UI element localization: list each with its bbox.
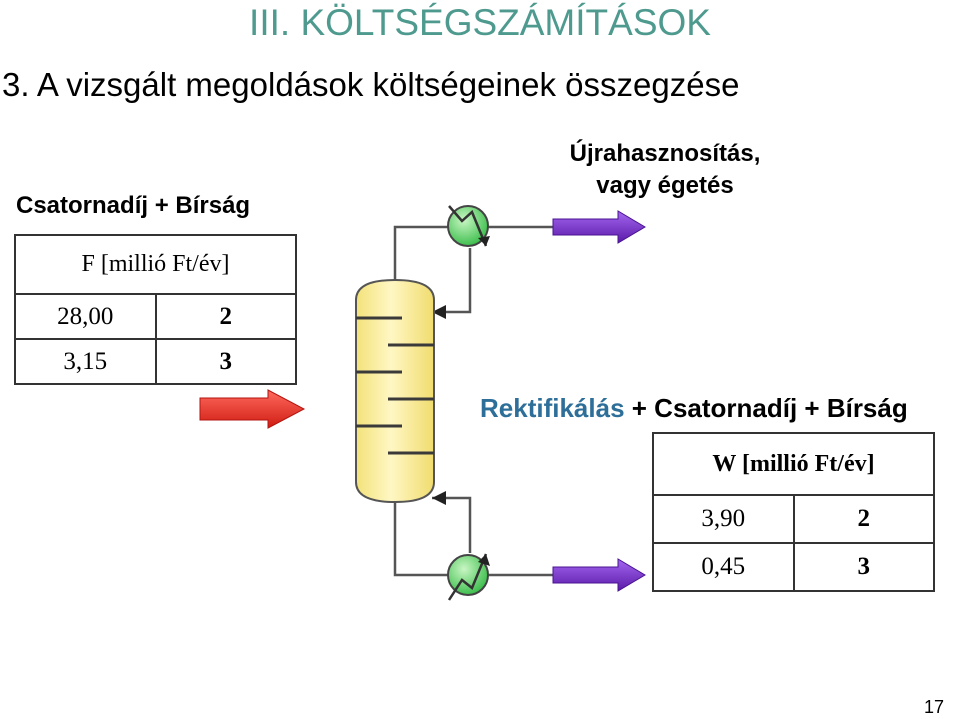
table-cell-value: 3,90 <box>652 494 795 544</box>
right-cost-table: W [millió Ft/év] 3,90 2 0,45 3 <box>652 432 935 592</box>
table-header-row: F [millió Ft/év] <box>14 234 297 295</box>
feed-arrow-icon <box>199 389 306 429</box>
top-output-label-line2: vagy égetés <box>596 172 734 199</box>
slide-subtitle: 3. A vizsgált megoldások költségeinek ös… <box>2 66 740 103</box>
right-cost-label: Rektifikálás + Csatornadíj + Bírság <box>480 393 908 424</box>
boilup-arrowhead-icon <box>432 491 446 505</box>
left-table-header: F [millió Ft/év] <box>14 234 297 295</box>
slide-title: III. KÖLTSÉGSZÁMÍTÁSOK <box>249 2 711 43</box>
table-row: 28,00 2 <box>14 293 297 340</box>
table-cell-case: 2 <box>154 293 297 340</box>
condenser-icon <box>447 205 490 247</box>
table-header-row: W [millió Ft/év] <box>652 432 935 496</box>
output-arrow-icon <box>552 210 646 244</box>
table-row: 3,90 2 <box>652 494 935 544</box>
table-cell-case: 2 <box>792 494 935 544</box>
distillation-column-icon <box>355 278 435 504</box>
table-cell-value: 3,15 <box>14 338 157 385</box>
table-row: 3,15 3 <box>14 338 297 385</box>
right-table-header: W [millió Ft/év] <box>652 432 935 496</box>
right-cost-label-rectification: Rektifikálás <box>480 393 625 423</box>
bottom-output-arrow-icon <box>552 558 646 592</box>
table-row: 0,45 3 <box>652 542 935 592</box>
table-cell-case: 3 <box>792 542 935 592</box>
reboiler-icon <box>447 553 490 601</box>
left-cost-table: F [millió Ft/év] 28,00 2 3,15 3 <box>14 234 297 385</box>
top-output-label: Újrahasznosítás, vagy égetés <box>520 138 810 202</box>
table-cell-value: 0,45 <box>652 542 795 592</box>
table-cell-case: 3 <box>154 338 297 385</box>
top-output-label-line1: Újrahasznosítás, <box>569 140 761 167</box>
reflux-arrowhead-icon <box>432 305 446 319</box>
page-number: 17 <box>923 697 944 717</box>
table-cell-value: 28,00 <box>14 293 157 340</box>
left-cost-label: Csatornadíj + Bírság <box>16 192 251 219</box>
right-cost-label-rest: + Csatornadíj + Bírság <box>624 393 908 423</box>
